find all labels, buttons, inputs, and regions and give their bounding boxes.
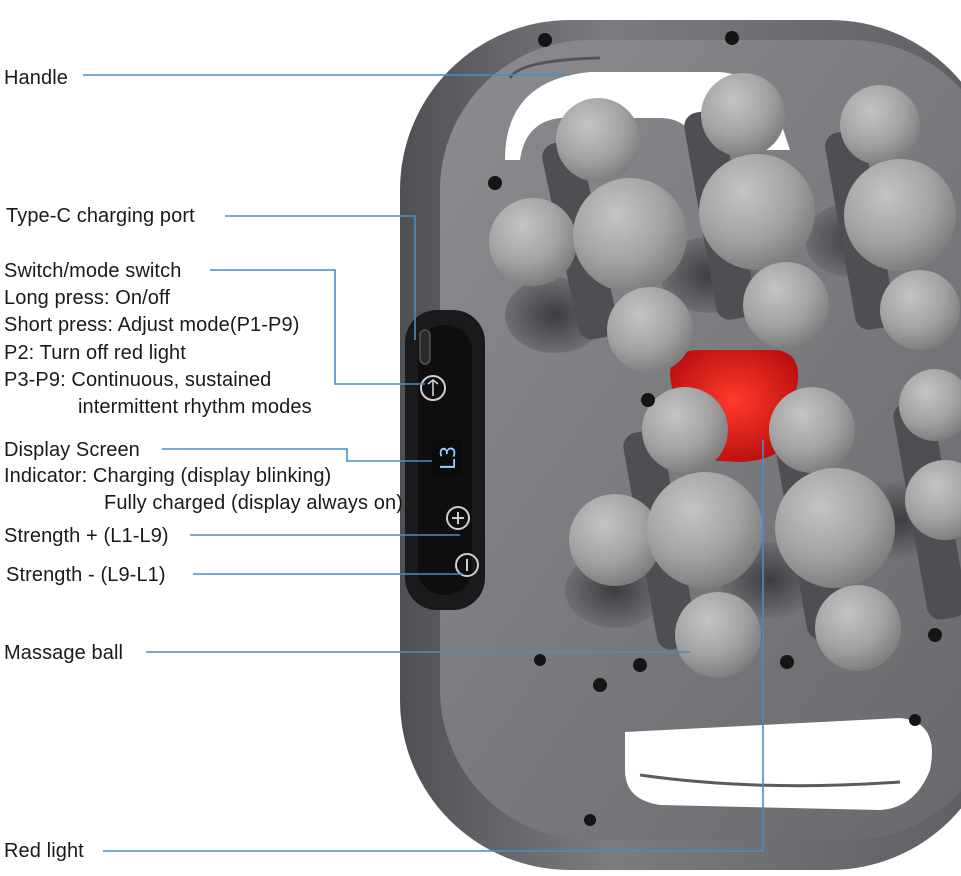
screw-holes	[488, 31, 942, 826]
label-p2: P2: Turn off red light	[4, 342, 186, 364]
label-display-screen: Display Screen	[4, 439, 140, 461]
label-red-light: Red light	[4, 840, 84, 862]
leader-display	[162, 448, 432, 462]
label-fully-charged: Fully charged (display always on)	[104, 492, 403, 514]
label-switch-title: Switch/mode switch	[4, 260, 182, 282]
plus-icon[interactable]	[446, 506, 470, 530]
leader-charging-port	[225, 215, 416, 340]
label-p3-p9-cont: intermittent rhythm modes	[78, 396, 312, 418]
bottom-handle	[625, 718, 932, 810]
label-short-press: Short press: Adjust mode(P1-P9)	[4, 314, 300, 336]
leader-red-light	[103, 440, 764, 852]
display-reading: L3	[436, 446, 460, 470]
label-indicator: Indicator: Charging (display blinking)	[4, 465, 332, 487]
display-screen: L3	[432, 440, 462, 476]
label-massage-ball: Massage ball	[4, 642, 124, 664]
minus-icon[interactable]	[455, 553, 479, 577]
leader-lines	[83, 74, 764, 852]
label-charging-port: Type-C charging port	[6, 205, 195, 227]
label-p3-p9: P3-P9: Continuous, sustained	[4, 369, 272, 391]
leader-switch	[210, 269, 425, 385]
mode-button-icon[interactable]	[420, 375, 446, 401]
massage-balls	[489, 73, 961, 678]
label-long-press: Long press: On/off	[4, 287, 170, 309]
label-strength-minus: Strength - (L9-L1)	[6, 564, 166, 586]
label-handle: Handle	[4, 67, 68, 89]
usb-c-port-icon	[419, 329, 431, 365]
label-strength-plus: Strength + (L1-L9)	[4, 525, 169, 547]
